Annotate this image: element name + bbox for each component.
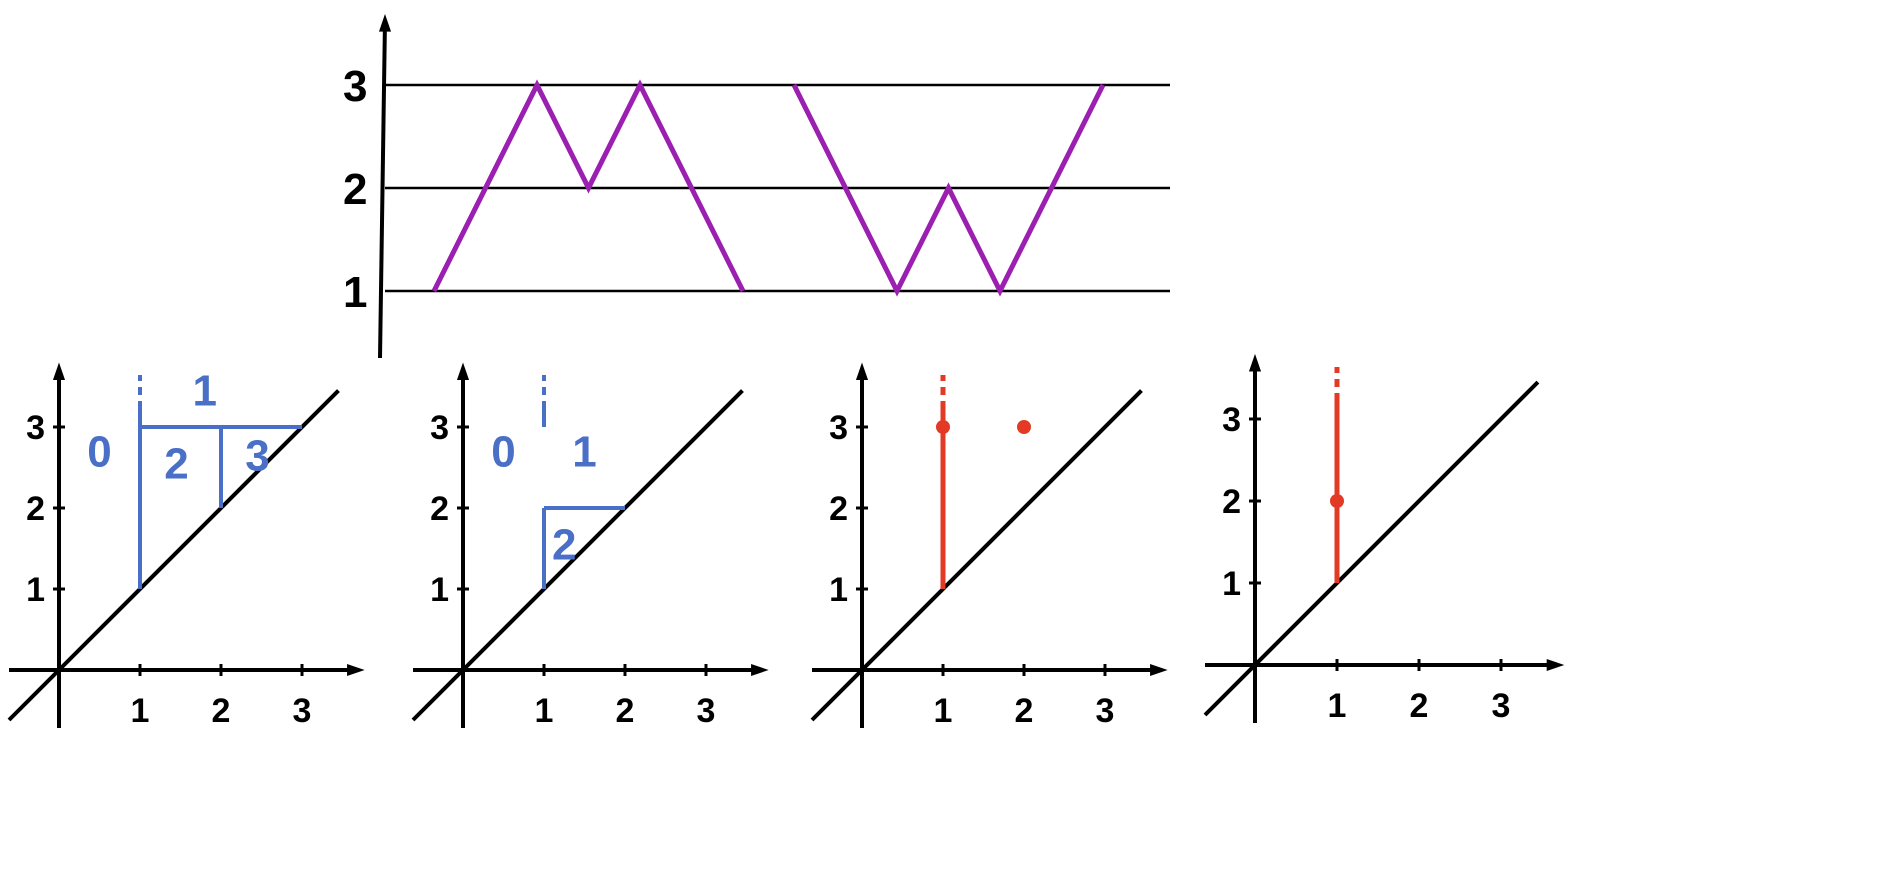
x-tick-label: 1 (131, 692, 150, 730)
persistence-panel: 1 1 2 2 3 3 (810, 362, 1168, 730)
y-tick-label: 3 (26, 409, 45, 447)
diagonal-line (411, 389, 744, 722)
persistence-point (936, 420, 950, 434)
y-axis-arrow-icon (456, 362, 470, 381)
x-tick-label: 2 (1410, 687, 1429, 725)
region-label: 0 (87, 427, 111, 476)
region-label: 0 (491, 427, 515, 476)
y-tick-label: 1 (829, 571, 848, 609)
y-tick-label: 2 (26, 490, 45, 528)
x-axis-arrow-icon (347, 663, 365, 677)
y-tick-label: 1 (343, 268, 367, 317)
persistence-panel: 1 1 2 2 3 3 0 1 2 (411, 362, 769, 730)
x-tick-label: 2 (212, 692, 231, 730)
y-tick-label: 1 (1222, 565, 1241, 603)
y-tick-label: 2 (829, 490, 848, 528)
graph-path-m (431, 79, 746, 293)
x-tick-label: 2 (1015, 692, 1034, 730)
x-tick-label: 3 (1096, 692, 1115, 730)
persistence-point (1330, 494, 1344, 508)
y-tick-label: 3 (1222, 401, 1241, 439)
region-label: 2 (164, 439, 188, 488)
y-tick-label: 2 (430, 490, 449, 528)
graph-plot: 1 2 3 (343, 14, 1170, 359)
y-axis-arrow-icon (378, 14, 392, 32)
region-label: 1 (193, 367, 217, 416)
x-tick-label: 3 (697, 692, 716, 730)
x-axis-arrow-icon (1546, 658, 1565, 672)
persistence-point (1017, 420, 1031, 434)
y-axis-arrow-icon (855, 362, 869, 381)
y-axis-arrow-icon (1248, 353, 1262, 372)
x-tick-label: 1 (535, 692, 554, 730)
y-tick-label: 2 (1222, 483, 1241, 521)
x-axis-arrow-icon (751, 663, 769, 677)
x-tick-label: 3 (293, 692, 312, 730)
y-tick-label: 1 (26, 571, 45, 609)
diagonal-line (7, 389, 340, 722)
x-tick-label: 2 (616, 692, 635, 730)
x-tick-label: 3 (1492, 687, 1511, 725)
y-tick-label: 2 (343, 165, 367, 214)
region-label: 2 (552, 520, 576, 569)
y-tick-label: 1 (430, 571, 449, 609)
y-tick-label: 3 (430, 409, 449, 447)
y-tick-label: 3 (343, 62, 367, 111)
y-tick-label: 3 (829, 409, 848, 447)
x-tick-label: 1 (1328, 687, 1347, 725)
diagonal-line (810, 389, 1143, 722)
y-axis-arrow-icon (52, 362, 66, 381)
graph-path-w (791, 83, 1106, 297)
diagonal-line (1203, 380, 1540, 717)
x-axis-arrow-icon (1150, 663, 1168, 677)
y-axis-line (378, 19, 387, 359)
region-label: 1 (572, 427, 596, 476)
region-label: 3 (245, 431, 269, 480)
x-tick-label: 1 (934, 692, 953, 730)
persistence-panel: 1 1 2 2 3 3 (1203, 353, 1565, 725)
